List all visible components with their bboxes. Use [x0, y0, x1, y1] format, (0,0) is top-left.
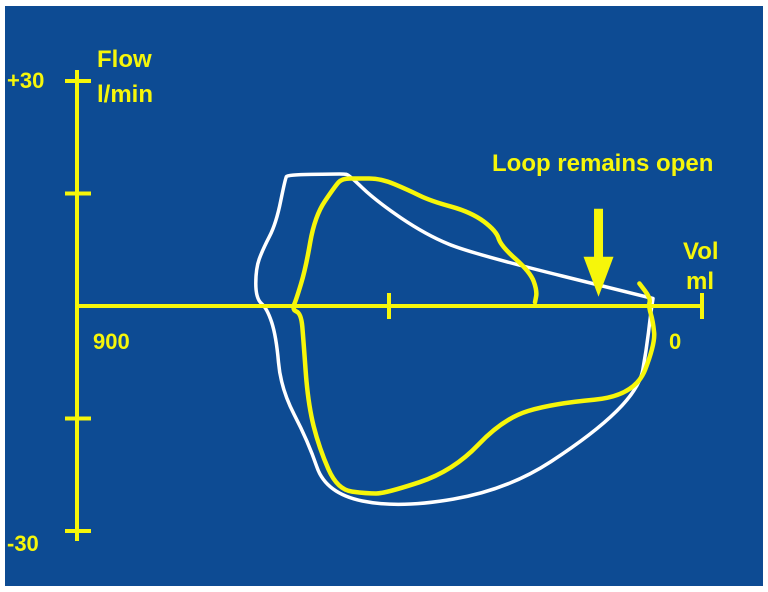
y-axis-ticks — [65, 79, 91, 533]
x-tick-label-right: 0 — [669, 329, 681, 354]
arrow-shaft — [594, 208, 604, 259]
axes-layer — [65, 70, 704, 541]
x-axis-label-unit: ml — [686, 268, 714, 295]
y-axis-label-flow: Flow — [97, 46, 152, 73]
arrow-head — [583, 256, 614, 297]
curve-highlight — [291, 176, 657, 496]
x-tick-label-left: 900 — [93, 329, 130, 354]
curve-reference — [254, 172, 655, 507]
y-axis-label-unit: l/min — [97, 81, 153, 108]
x-axis-ticks — [387, 293, 704, 319]
y-tick-label-bottom: -30 — [7, 531, 39, 556]
flow-volume-chart: Flow l/min +30 -30 Vol ml 900 0 Loop rem… — [5, 6, 763, 586]
x-axis-label-vol: Vol — [683, 238, 719, 265]
curves-layer — [254, 172, 657, 507]
annotation-arrow-icon — [583, 208, 614, 297]
y-tick-label-top: +30 — [7, 68, 44, 93]
annotation-text: Loop remains open — [492, 150, 713, 177]
